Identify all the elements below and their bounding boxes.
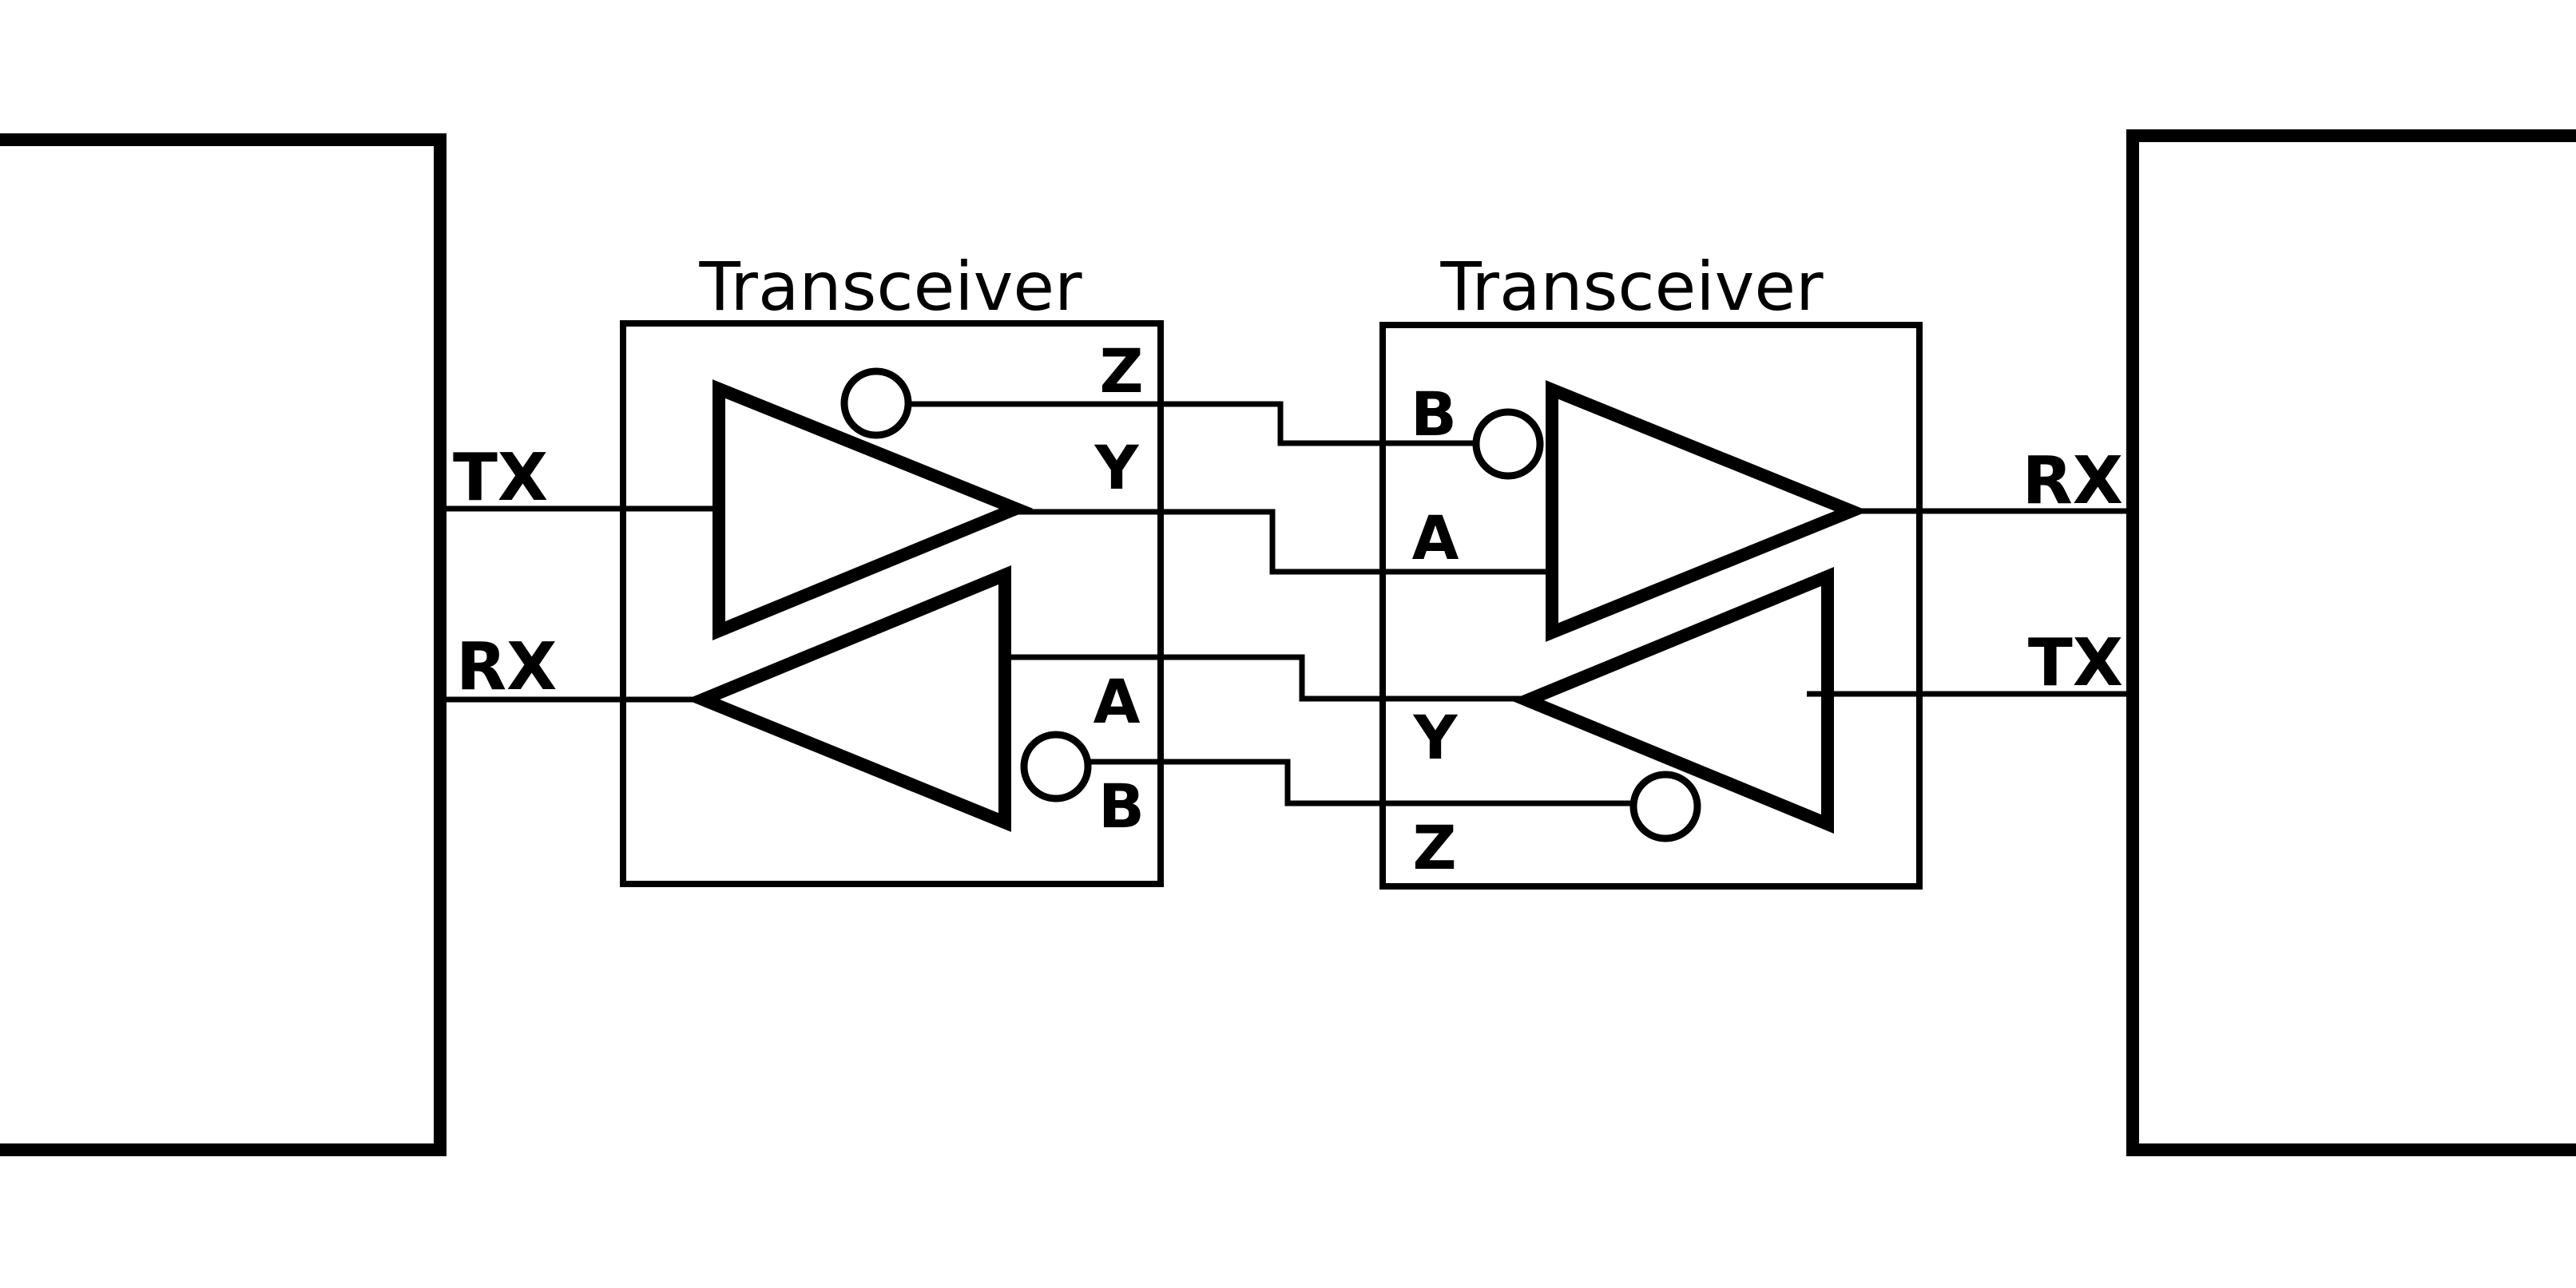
left-pin-z: Z (1099, 335, 1143, 406)
bus-wire-y-to-a (1018, 509, 1546, 575)
right-device-box (2126, 129, 2576, 1156)
left-transceiver-title: Transceiver (698, 248, 1082, 326)
right-driver-inverting-bubble (1629, 771, 1701, 842)
right-receiver-amplifier (1546, 380, 1869, 642)
left-driver-amplifier (712, 379, 1034, 640)
left-device-box (0, 133, 447, 1156)
right-pin-y: Y (1412, 702, 1458, 773)
right-rx-label: RX (2022, 443, 2123, 519)
left-receiver-amplifier (685, 565, 1011, 832)
left-pin-a: A (1094, 666, 1141, 737)
left-pin-y: Y (1094, 432, 1139, 503)
right-receiver-inverting-bubble (1472, 408, 1544, 480)
bus-wire-z-to-b (908, 401, 1473, 446)
right-pin-a: A (1412, 502, 1459, 573)
left-driver-inverting-bubble (840, 367, 912, 439)
right-pin-b: B (1411, 378, 1457, 450)
right-driver-amplifier (1510, 567, 1834, 834)
bus-wire-z-to-b-return (1088, 759, 1630, 806)
bus-wire-y-to-a-return (1008, 654, 1526, 702)
right-transceiver-title: Transceiver (1439, 248, 1824, 326)
left-tx-label: TX (453, 440, 548, 516)
left-pin-b: B (1098, 771, 1145, 842)
left-transceiver-box (620, 320, 1164, 887)
right-tx-label: TX (2028, 625, 2123, 701)
left-receiver-inverting-bubble (1020, 731, 1092, 803)
right-pin-z: Z (1412, 812, 1456, 883)
right-transceiver-box (1379, 322, 1923, 890)
left-rx-label: RX (456, 629, 557, 705)
